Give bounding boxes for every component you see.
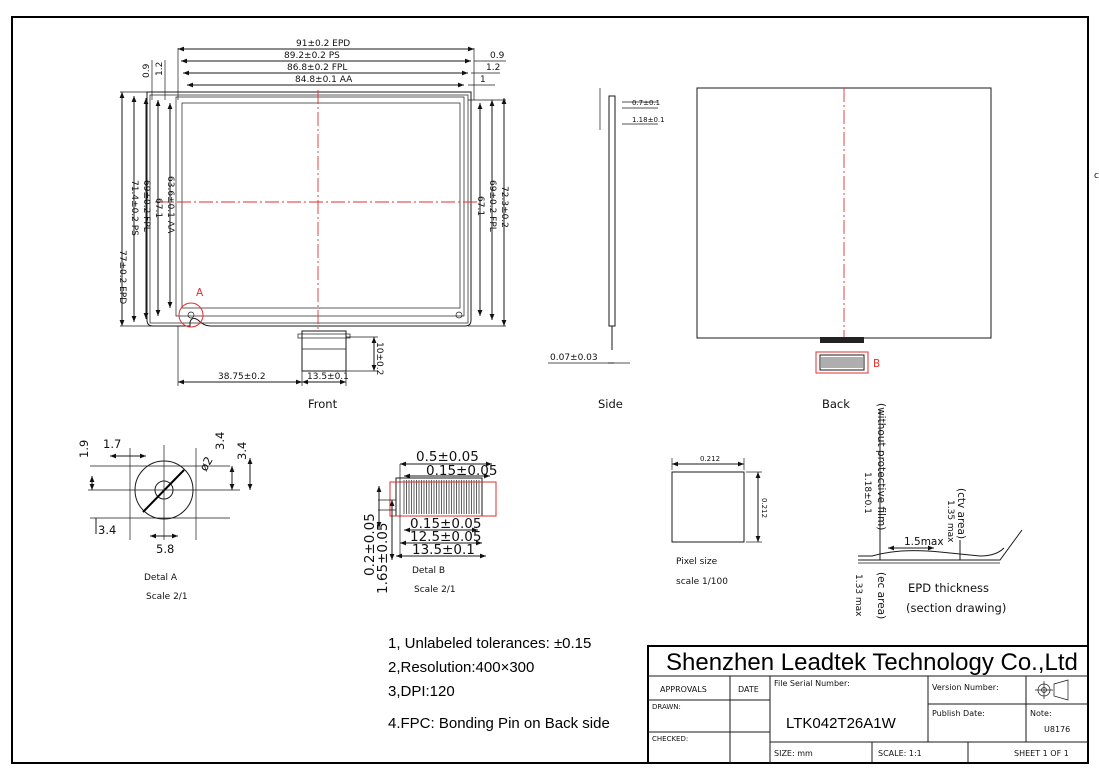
sec-ctv: (ctv area) [955,488,967,539]
marker-a: A [196,287,204,299]
sec-dim-135: 1.35 max [945,500,955,543]
title-block: Shenzhen Leadtek Technology Co.,Ltd APPR… [647,645,1089,764]
db-dim-015-bot: 0.15±0.05 [410,516,481,532]
db-dim-02: 0.2±0.05 [362,513,378,576]
dim-epd-height: 77±0.2 EPD [117,250,127,304]
section-drawing: (without protective film) 1.18±0.1 (ctv … [853,403,1023,619]
marker-b: B [873,358,880,370]
dim-tl-09: 0.9 [142,63,152,78]
company-name: Shenzhen Leadtek Technology Co.,Ltd [666,649,1078,676]
dim-671-left: 67.1 [153,198,163,218]
detail-b-title: Detal B [412,566,445,576]
dim-fpc-width: 13.5±0.1 [307,372,349,382]
detail-a-scale: Scale 2/1 [146,592,188,602]
dim-fpl-right: 69±0.2 FPL [487,180,497,232]
da-dim-34-a: 3.4 [213,432,227,450]
dim-723-right: 72.3±0.2 [499,186,509,228]
detail-b: 0.5±0.05 0.15±0.05 0.15±0.05 12.5±0.05 1… [362,449,497,595]
da-dim-phi2: ø2 [196,454,215,473]
tb-version: Version Number: [932,683,999,692]
note-2: 2,Resolution:400×300 [388,659,534,676]
sec-ec: (ec area) [875,572,887,619]
note-3: 3,DPI:120 [388,683,455,700]
notes: 1, Unlabeled tolerances: ±0.15 2,Resolut… [388,635,610,732]
dim-671-right: 67.1 [475,196,485,216]
note-4: 4.FPC: Bonding Pin on Back side [388,715,610,732]
pixel-dim-w: 0.212 [700,455,720,463]
dim-aa-height: 63.6±0.1 AA [165,176,175,234]
dim-aa-width: 84.8±0.1 AA [295,75,353,85]
dim-ps-height: 71.4±0.2 PS [129,180,139,236]
da-dim-34-c: 3.4 [98,523,116,537]
detail-b-pins [403,480,480,514]
edge-mark: c [1094,171,1099,181]
back-label: Back [822,397,850,411]
db-dim-165: 1.65±0.05 [375,523,391,594]
fpc-pins [821,357,863,368]
side-view: 0.7±0.1 1.18±0.1 0.07±0.03 Side [548,88,665,411]
tb-note-label: Note: [1030,709,1052,718]
sec-title: EPD thickness [908,581,989,595]
side-dim-118: 1.18±0.1 [632,116,665,124]
dim-ps-width: 89.2±0.2 PS [284,51,340,61]
side-label: Side [598,397,623,411]
dim-tl-12: 1.2 [155,62,165,76]
tb-publish: Publish Date: [932,709,985,718]
da-dim-58: 5.8 [156,542,174,556]
dim-fpl-width: 86.8±0.2 FPL [287,63,347,73]
sec-dim-15: 1.5max [904,536,944,548]
tb-date: DATE [738,685,759,694]
detail-a: 1.7 1.9 3.4 3.4 3.4 5.8 ø2 Detal A Scale… [77,432,253,602]
sec-dim-118: 1.18±0.1 [862,472,872,514]
da-dim-34-b: 3.4 [235,442,249,460]
sec-subtitle: (section drawing) [906,601,1006,615]
pixel-label: Pixel size [676,557,718,567]
tb-scale: SCALE: 1:1 [878,749,922,758]
pixel-scale: scale 1/100 [676,577,728,587]
front-view: A 91±0.2 EPD 89.2±0.2 PS 86.8±0.2 FPL 84… [117,39,509,411]
tb-sheet: SHEET 1 OF 1 [1014,749,1069,758]
dim-fpc-length: 10±0.2 [374,342,384,375]
tb-file-serial: File Serial Number: [774,679,850,688]
tb-checked: CHECKED: [652,735,688,743]
dim-tr-1: 1 [480,75,486,85]
dim-38-75: 38.75±0.2 [218,372,266,382]
dim-tr-09: 0.9 [490,51,505,61]
tb-approvals: APPROVALS [660,685,707,694]
pixel-dim-h: 0.212 [760,498,768,518]
pixel-size-detail: 0.212 0.212 Pixel size scale 1/100 [671,455,768,587]
tb-note-value: U8176 [1044,725,1070,734]
db-dim-135: 13.5±0.1 [412,542,475,558]
note-1: 1, Unlabeled tolerances: ±0.15 [388,635,591,652]
detail-a-title: Detal A [144,573,178,583]
detail-b-scale: Scale 2/1 [414,585,456,595]
projection-symbol-icon [1035,679,1069,701]
db-dim-125: 12.5±0.05 [410,529,481,545]
back-view: B Back [696,87,992,411]
tb-part-number: LTK042T26A1W [786,715,897,732]
sheet-border [11,16,1089,764]
da-dim-17: 1.7 [103,437,121,451]
db-dim-015-top: 0.15±0.05 [426,463,497,479]
front-label: Front [308,397,338,411]
tb-size: SIZE: mm [774,749,813,758]
sec-dim-133: 1.33 max [853,574,863,617]
side-dim-007: 0.07±0.03 [550,353,598,363]
dim-fpl-height: 69±0.2 FPL [141,180,151,232]
sec-protective: (without protective film) [875,403,887,530]
db-dim-05: 0.5±0.05 [416,449,479,465]
da-dim-19: 1.9 [77,440,91,458]
dim-tr-12: 1.2 [486,63,500,73]
side-dim-07: 0.7±0.1 [632,99,660,107]
dim-epd-width: 91±0.2 EPD [296,39,350,49]
tb-drawn: DRAWN: [652,703,681,711]
